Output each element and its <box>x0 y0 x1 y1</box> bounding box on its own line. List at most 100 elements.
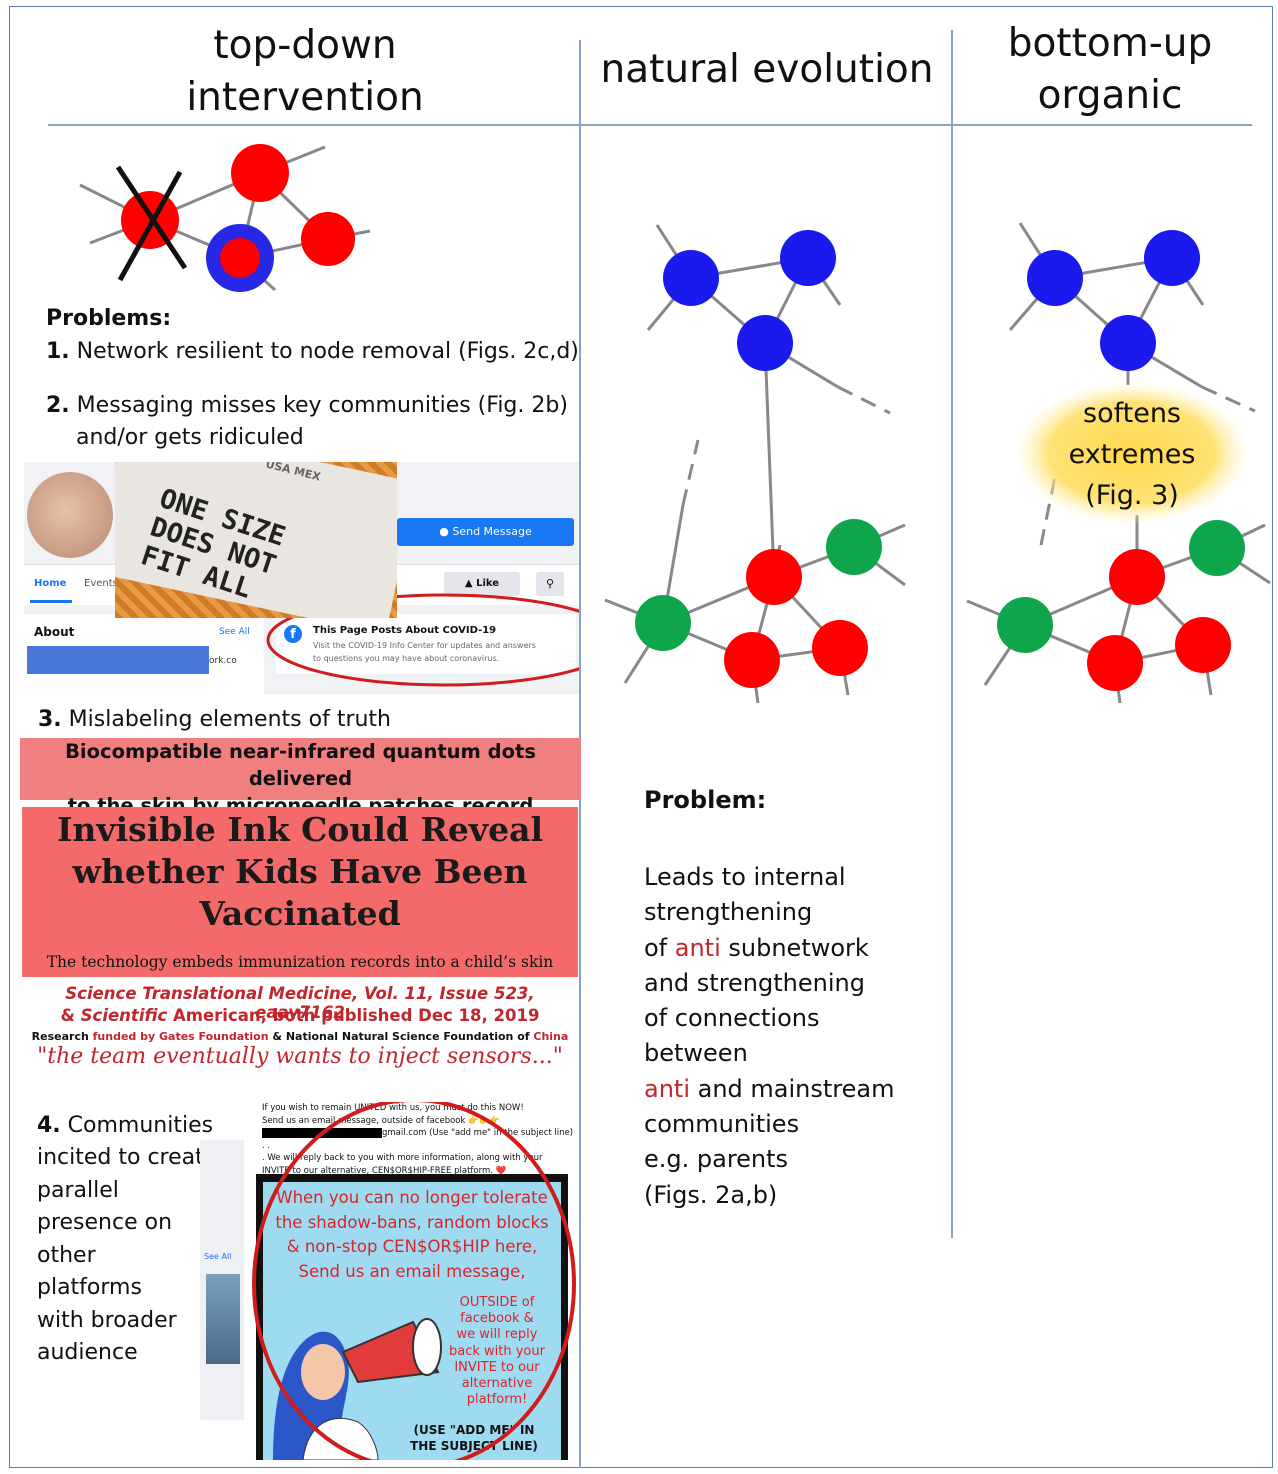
about-heading: About <box>34 625 75 639</box>
natural-evolution-network-diagram <box>604 224 906 704</box>
header-line: intervention <box>186 75 424 120</box>
see-all-link[interactable]: See All <box>219 627 250 637</box>
item-text: Mislabeling elements of truth <box>68 707 392 732</box>
poster-line: alternative <box>461 1376 533 1392</box>
line: (Figs. 2a,b) <box>644 1178 894 1213</box>
poster-line: back with your <box>449 1343 545 1359</box>
tab-home-underline <box>30 600 72 603</box>
bottom-up-network-diagram <box>966 222 1271 704</box>
line: with broader <box>37 1307 177 1333</box>
covid-body-2: to questions you may have about coronavi… <box>313 654 500 663</box>
pro-node <box>812 620 868 676</box>
funding-line: Research funded by Gates Foundation & Na… <box>22 1030 578 1043</box>
header-divider <box>48 124 1252 126</box>
item-number: 4. <box>37 1113 61 1138</box>
line: between <box>644 1036 894 1071</box>
text: and mainstream <box>690 1074 895 1103</box>
line: of connections <box>644 1001 894 1036</box>
partial-link-text: ork.co <box>209 656 237 666</box>
poster-body: When you can no longer tolerate the shad… <box>263 1182 561 1460</box>
funding-part: funded by Gates Foundation <box>92 1030 269 1043</box>
poster-line: & non-stop CEN$OR$HIP here, <box>286 1237 538 1256</box>
softens-extremes-label: softens extremes (Fig. 3) <box>1032 393 1232 516</box>
problem-1: 1. Network resilient to node removal (Fi… <box>46 336 579 368</box>
send-message-button[interactable]: ● Send Message <box>397 518 574 546</box>
text: and strengthening <box>644 968 865 997</box>
pro-node <box>1175 617 1231 673</box>
red-highlight-ellipse <box>266 593 579 687</box>
node <box>301 212 355 266</box>
converted-node-core <box>220 238 260 278</box>
anti-node <box>780 230 836 286</box>
cite-part: & <box>60 1006 81 1025</box>
facebook-post-screenshot: If you wish to remain UNITED with us, yo… <box>246 1102 578 1460</box>
node <box>231 144 289 202</box>
one-size-label-photo: USA MEX ONE SIZE DOES NOT FIT ALL <box>115 462 397 618</box>
dashed-edges <box>681 385 891 506</box>
middle-problem-title: Problem: <box>644 786 767 814</box>
mainstream-node <box>997 597 1053 653</box>
poster-line: the shadow-bans, random blocks <box>275 1212 549 1232</box>
thumbs-up-icon: ▲ <box>464 578 477 589</box>
item-text: Communities <box>67 1113 214 1138</box>
line: presence on <box>37 1210 173 1235</box>
funding-part: & National Natural Science Foundation of <box>268 1030 534 1043</box>
text: strengthening <box>644 898 813 927</box>
search-button[interactable]: ⚲ <box>536 572 564 596</box>
poster-line: platform! <box>466 1392 528 1408</box>
post-line: gmail.com (Use "add me" in the subject l… <box>262 1128 574 1151</box>
header-natural-evolution: natural evolution <box>600 47 934 92</box>
tab-events[interactable]: Events <box>84 578 118 589</box>
pro-node <box>746 549 802 605</box>
profile-photo <box>27 472 113 558</box>
removed-node <box>121 191 179 249</box>
header-line: organic <box>1037 73 1183 118</box>
headline-line: Invisible Ink Could Reveal <box>56 810 543 849</box>
poster-line: Send us an email message, <box>298 1261 526 1281</box>
send-message-label: Send Message <box>452 525 532 538</box>
search-icon: ⚲ <box>545 577 555 590</box>
line: e.g. parents <box>644 1142 894 1177</box>
anti-node <box>737 315 793 371</box>
post-line: . We will reply back to you with more in… <box>262 1153 543 1163</box>
pro-node <box>724 632 780 688</box>
text: (Figs. 2a,b) <box>644 1180 778 1209</box>
anti-node <box>663 250 719 306</box>
line: other <box>37 1242 96 1268</box>
line: communities <box>644 1107 894 1142</box>
funding-part: Research <box>31 1030 93 1043</box>
red-highlight-ellipse <box>252 1102 576 1460</box>
header-bottom-up: bottom-up organic <box>980 18 1240 122</box>
line: of anti subnetwork <box>644 931 894 966</box>
pro-node <box>1087 635 1143 691</box>
softening-glow <box>1014 381 1250 525</box>
facebook-logo-icon: f <box>284 625 302 643</box>
text: e.g. parents <box>644 1145 789 1174</box>
like-button[interactable]: ▲ Like <box>444 572 520 596</box>
figure-frame <box>9 6 1273 1468</box>
anti-node <box>1027 250 1083 306</box>
line: incited to create <box>37 1145 218 1170</box>
pro-node <box>1109 549 1165 605</box>
headline-line: Vaccinated <box>199 894 401 933</box>
line: platforms <box>37 1275 142 1300</box>
woman-megaphone-illustration <box>273 1318 442 1460</box>
line: parallel <box>37 1177 119 1203</box>
glow-line: softens <box>1083 398 1181 429</box>
problem-2-continued: and/or gets ridiculed <box>76 425 304 450</box>
top-down-network-diagram <box>79 144 371 292</box>
header-top-down: top-down intervention <box>150 20 460 124</box>
cross-mark-icon <box>115 165 188 282</box>
subheadline: The technology embeds immunization recor… <box>46 953 554 971</box>
problems-title: Problems: <box>46 306 172 331</box>
poster-line: facebook & <box>460 1311 534 1327</box>
bar-line: Biocompatible near-infrared quantum dots… <box>65 740 536 790</box>
poster-line: When you can no longer tolerate <box>276 1188 548 1207</box>
tab-home[interactable]: Home <box>34 578 67 589</box>
news-headline-box: Invisible Ink Could Reveal whether Kids … <box>22 807 578 977</box>
item-number: 1. <box>46 339 70 364</box>
item-number: 2. <box>46 393 70 418</box>
poster-line: OUTSIDE of <box>459 1295 535 1310</box>
line: and strengthening <box>644 966 894 1001</box>
background-feed-strip: See All <box>200 1140 244 1420</box>
